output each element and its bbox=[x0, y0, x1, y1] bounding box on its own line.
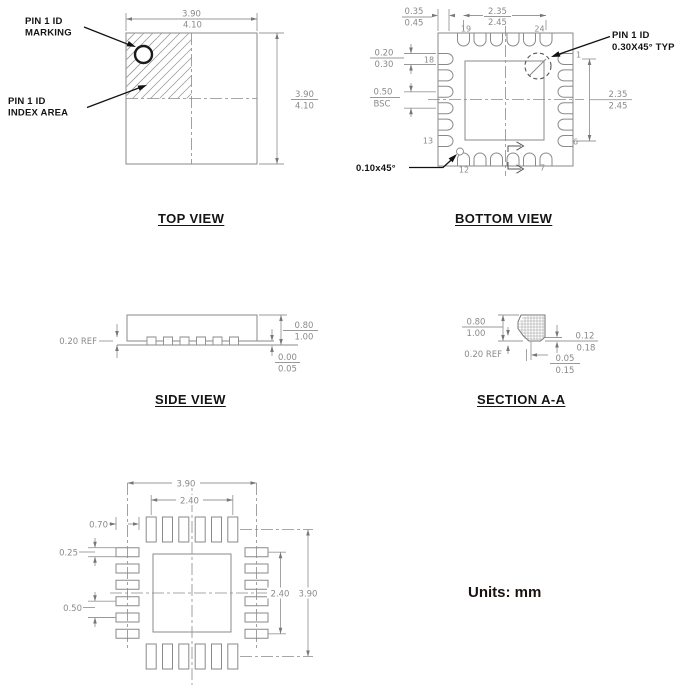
outer-height-dim: 3.90 bbox=[299, 590, 318, 600]
top-span-max: 2.45 bbox=[488, 18, 507, 28]
dimension-lines bbox=[126, 13, 318, 164]
pin1-id-callout: PIN 1 ID 0.30X45° TYP bbox=[551, 30, 675, 57]
dimension-arrows bbox=[115, 315, 283, 352]
width-dim-min: 3.90 bbox=[182, 10, 201, 20]
pad-length-dim: 0.70 bbox=[89, 521, 108, 531]
dim-text-mask bbox=[176, 495, 203, 505]
pin1-id-label-line1: PIN 1 ID bbox=[612, 30, 650, 41]
side-view-title: SIDE VIEW bbox=[155, 392, 226, 407]
solder-pads bbox=[116, 517, 268, 669]
pad-chamfer-line bbox=[530, 59, 547, 76]
chamfer-label: 0.10x45° bbox=[356, 163, 396, 174]
section-height-min: 0.80 bbox=[467, 318, 486, 328]
inner-height-dim: 2.40 bbox=[271, 590, 290, 600]
pin1-marking-circle bbox=[135, 46, 152, 63]
pin-19-label: 19 bbox=[461, 25, 471, 34]
centerlines bbox=[428, 24, 584, 176]
lead-thickness-ref: 0.20 REF bbox=[59, 337, 97, 347]
center-thermal-pad bbox=[153, 554, 231, 632]
pin1-marking-label-line2: MARKING bbox=[25, 28, 72, 39]
pin-width-max: 0.30 bbox=[375, 60, 394, 70]
pin-12-label: 12 bbox=[459, 166, 469, 175]
pad-width-dim: 0.25 bbox=[59, 549, 78, 559]
dimension-lines bbox=[370, 9, 632, 141]
inner-width-dim: 2.40 bbox=[180, 497, 199, 507]
dimension-arrows bbox=[126, 17, 279, 164]
standoff-max: 0.05 bbox=[278, 365, 297, 375]
bottom-view-drawing: 0.35 0.45 2.35 2.45 0.20 0.30 0.50 BSC 2… bbox=[356, 6, 675, 235]
section-lead-ref: 0.20 REF bbox=[464, 350, 502, 360]
height-dim-max: 4.10 bbox=[295, 102, 314, 112]
right-span-max: 2.45 bbox=[609, 102, 628, 112]
dimension-arrows bbox=[501, 315, 559, 357]
side-view-drawing: 0.20 REF 0.80 1.00 0.00 0.05 bbox=[59, 300, 320, 375]
dim-text-mask bbox=[267, 587, 293, 599]
height-min: 0.80 bbox=[295, 321, 314, 331]
top-span-min: 2.35 bbox=[488, 7, 507, 17]
pin-24-label: 24 bbox=[534, 25, 544, 34]
pin1-index-callout: PIN 1 ID INDEX AREA bbox=[8, 85, 147, 119]
section-cut-arrows bbox=[508, 142, 524, 173]
outer-width-dim: 3.90 bbox=[177, 480, 196, 490]
edge-dim-max: 0.45 bbox=[405, 19, 424, 29]
units-label: Units: mm bbox=[468, 584, 542, 601]
pin1-id-label-line2: 0.30X45° TYP bbox=[612, 42, 675, 53]
pin-pads bbox=[437, 32, 574, 167]
edge-dim-min: 0.35 bbox=[405, 7, 424, 17]
dim-text-mask bbox=[295, 587, 321, 599]
section-aa-drawing: 0.80 1.00 0.20 REF 0.12 0.18 0.05 0.15 bbox=[440, 300, 700, 376]
pin-numbers: 19 24 18 13 12 7 1 6 bbox=[423, 25, 581, 175]
pin1-index-label-line1: PIN 1 ID bbox=[8, 96, 46, 107]
pin-7-label: 7 bbox=[540, 164, 545, 173]
pin1-marking-label-line1: PIN 1 ID bbox=[25, 16, 63, 27]
land-pattern-drawing: 3.90 2.40 0.70 0.25 0.50 2.40 3.90 bbox=[59, 478, 321, 687]
height-max: 1.00 bbox=[295, 333, 314, 343]
pin-18-label: 18 bbox=[424, 56, 434, 65]
pin-6-label: 6 bbox=[573, 138, 578, 147]
section-height-max: 1.00 bbox=[467, 329, 486, 339]
section-aa-title: SECTION A-A bbox=[477, 392, 566, 407]
height-dim-min: 3.90 bbox=[295, 90, 314, 100]
foot-dim-min: 0.05 bbox=[556, 354, 575, 364]
pin-13-label: 13 bbox=[423, 137, 433, 146]
dimension-lines bbox=[79, 483, 308, 657]
pitch-ref: BSC bbox=[373, 100, 390, 110]
dimension-arrows bbox=[93, 481, 310, 657]
top-view-drawing: 3.90 4.10 3.90 4.10 PIN 1 ID MARKING PIN… bbox=[8, 10, 340, 235]
pin1-marking-callout: PIN 1 ID MARKING bbox=[25, 16, 136, 47]
lead-profiles bbox=[147, 337, 239, 345]
pin1-index-label-line2: INDEX AREA bbox=[8, 108, 68, 119]
top-view-title: TOP VIEW bbox=[158, 211, 225, 226]
pitch-dim: 0.50 bbox=[63, 604, 82, 614]
right-span-min: 2.35 bbox=[609, 90, 628, 100]
centerlines bbox=[126, 33, 257, 164]
pin1-id-highlight-circle bbox=[525, 53, 551, 79]
cross-hatch bbox=[518, 316, 545, 340]
tip-dim-min: 0.12 bbox=[576, 332, 595, 342]
corner-chamfer-callout: 0.10x45° bbox=[356, 154, 457, 174]
exposed-pad bbox=[465, 61, 544, 140]
pin-width-min: 0.20 bbox=[375, 49, 394, 59]
pin1-index-hatch bbox=[126, 33, 192, 99]
standoff-min: 0.00 bbox=[278, 353, 297, 363]
dimension-arrows bbox=[409, 13, 592, 141]
corner-chamfer-detail bbox=[457, 148, 464, 155]
bottom-view-title: BOTTOM VIEW bbox=[455, 211, 553, 226]
body-outline bbox=[117, 315, 298, 345]
foot-dim-max: 0.15 bbox=[556, 366, 575, 376]
tip-dim-max: 0.18 bbox=[577, 344, 596, 354]
centerlines bbox=[110, 479, 313, 685]
pin-1-label: 1 bbox=[576, 51, 581, 60]
dim-text-mask bbox=[172, 478, 200, 488]
width-dim-max: 4.10 bbox=[183, 21, 202, 31]
pitch-value: 0.50 bbox=[374, 88, 393, 98]
